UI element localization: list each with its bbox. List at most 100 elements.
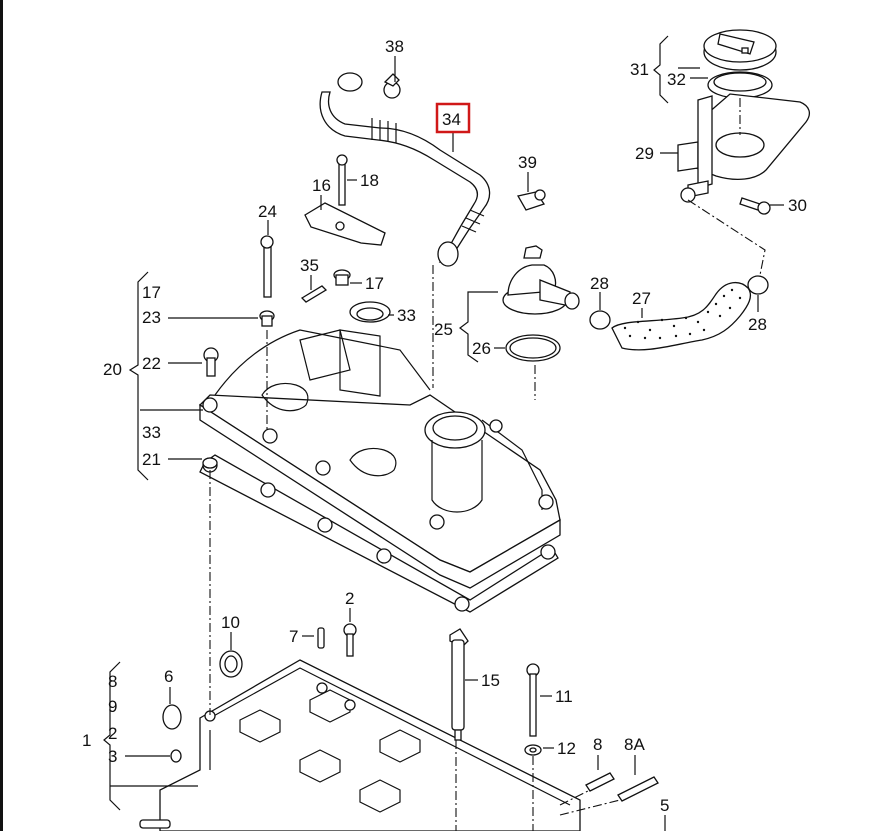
hose-texture-dot <box>674 334 678 338</box>
callout-27[interactable]: 27 <box>632 289 651 308</box>
cylinder-head[interactable] <box>159 659 581 831</box>
callout-28-left[interactable]: 28 <box>590 274 609 293</box>
bolt-30[interactable] <box>739 197 771 215</box>
bolt-18[interactable] <box>336 154 348 206</box>
callout-17-left[interactable]: 17 <box>142 283 161 302</box>
callout-6[interactable]: 6 <box>164 667 173 686</box>
hose-texture-dot <box>660 318 664 322</box>
hose-texture-dot <box>658 336 662 340</box>
stud-bolt-bottom-left[interactable] <box>139 819 171 829</box>
highlight-box-34 <box>435 102 471 134</box>
callout-2-left[interactable]: 2 <box>108 724 117 743</box>
oil-seal-10[interactable] <box>219 650 243 678</box>
hose-texture-dot <box>730 288 734 292</box>
hose-clamp-28-left[interactable] <box>589 310 611 330</box>
hose-texture-dot <box>714 302 718 306</box>
grommet-17[interactable] <box>333 269 351 286</box>
hose-texture-dot <box>728 306 732 310</box>
retainer-bracket-16[interactable] <box>304 202 386 246</box>
hose-texture-dot <box>623 326 627 330</box>
callout-24[interactable]: 24 <box>258 202 277 221</box>
callout-23[interactable]: 23 <box>142 308 161 327</box>
callout-11[interactable]: 11 <box>555 687 573 706</box>
cylinder-head-cover[interactable] <box>198 329 561 589</box>
callout-32[interactable]: 32 <box>667 70 686 89</box>
callout-33-left[interactable]: 33 <box>142 423 161 442</box>
seal-21[interactable] <box>202 457 218 469</box>
dowel-7[interactable] <box>317 627 325 649</box>
callout-18[interactable]: 18 <box>360 171 379 190</box>
plug-3[interactable] <box>170 749 182 763</box>
stud-8A[interactable] <box>617 776 659 802</box>
callout-22[interactable]: 22 <box>142 354 161 373</box>
callout-16[interactable]: 16 <box>312 176 331 195</box>
hose-texture-dot <box>738 296 742 300</box>
hose-texture-dot <box>706 310 710 314</box>
callout-12[interactable]: 12 <box>557 739 576 758</box>
leader-lines <box>103 35 784 831</box>
callout-9[interactable]: 9 <box>108 697 117 716</box>
hose-texture-dot <box>696 320 700 324</box>
oil-filler-cap[interactable] <box>703 29 777 71</box>
hose-texture-dot <box>628 334 632 338</box>
callout-10[interactable]: 10 <box>221 613 240 632</box>
pressure-regulating-valve[interactable] <box>502 245 580 315</box>
callout-29[interactable]: 29 <box>635 144 654 163</box>
callout-26[interactable]: 26 <box>472 339 491 358</box>
callout-15[interactable]: 15 <box>481 671 500 690</box>
callout-35[interactable]: 35 <box>300 256 319 275</box>
filler-neck-29[interactable] <box>677 93 811 203</box>
washer-12[interactable] <box>524 744 542 756</box>
callout-17-right[interactable]: 17 <box>365 274 384 293</box>
callout-7[interactable]: 7 <box>289 627 298 646</box>
hose-texture-dot <box>684 316 688 320</box>
seal-ring-32[interactable] <box>707 71 773 99</box>
callout-8A[interactable]: 8A <box>624 735 645 754</box>
callout-39[interactable]: 39 <box>518 153 537 172</box>
callout-30[interactable]: 30 <box>788 196 807 215</box>
hose-texture-dot <box>648 328 652 332</box>
callout-5[interactable]: 5 <box>660 796 669 815</box>
hose-texture-dot <box>688 332 692 336</box>
callout-2-top[interactable]: 2 <box>345 589 354 608</box>
cover-gasket[interactable] <box>199 454 559 613</box>
bolt-11[interactable] <box>526 663 540 737</box>
bolt-22[interactable] <box>203 347 219 377</box>
hose-texture-dots <box>623 288 742 340</box>
hose-texture-dot <box>643 336 647 340</box>
callout-34[interactable]: 34 <box>442 110 461 129</box>
callout-3[interactable]: 3 <box>108 747 117 766</box>
hose-texture-dot <box>722 294 726 298</box>
spacer-23[interactable] <box>259 310 275 327</box>
window-left-border <box>0 0 3 831</box>
hose-texture-dot <box>672 324 676 328</box>
callout-31[interactable]: 31 <box>630 60 649 79</box>
breather-hose-27[interactable] <box>611 282 752 351</box>
seal-33[interactable] <box>349 301 391 323</box>
callout-38[interactable]: 38 <box>385 37 404 56</box>
hose-texture-dot <box>718 314 722 318</box>
callout-labels: 38 34 39 16 18 24 35 17 17 23 33 20 22 3… <box>82 37 807 815</box>
hose-clamp-28-right[interactable] <box>747 275 769 295</box>
hose-texture-dot <box>702 328 706 332</box>
spring-35[interactable] <box>300 285 328 303</box>
callout-1[interactable]: 1 <box>82 731 91 750</box>
hose-clip-39[interactable] <box>516 189 546 211</box>
callout-8-right[interactable]: 8 <box>593 735 602 754</box>
callout-28-right[interactable]: 28 <box>748 315 767 334</box>
plug-6[interactable] <box>162 704 182 730</box>
breather-hose-part[interactable] <box>319 72 491 267</box>
callout-20[interactable]: 20 <box>103 360 122 379</box>
injector-15[interactable] <box>449 628 469 741</box>
o-ring-26[interactable] <box>505 334 561 362</box>
hose-texture-dot <box>636 320 640 324</box>
hose-clip-38[interactable] <box>383 73 401 99</box>
bolt-24[interactable] <box>260 235 274 298</box>
bolt-2[interactable] <box>343 623 357 657</box>
callout-25[interactable]: 25 <box>434 320 453 339</box>
stud-8[interactable] <box>585 772 615 792</box>
callout-8-left[interactable]: 8 <box>108 672 117 691</box>
callout-21[interactable]: 21 <box>142 450 161 469</box>
callout-33-right[interactable]: 33 <box>397 306 416 325</box>
